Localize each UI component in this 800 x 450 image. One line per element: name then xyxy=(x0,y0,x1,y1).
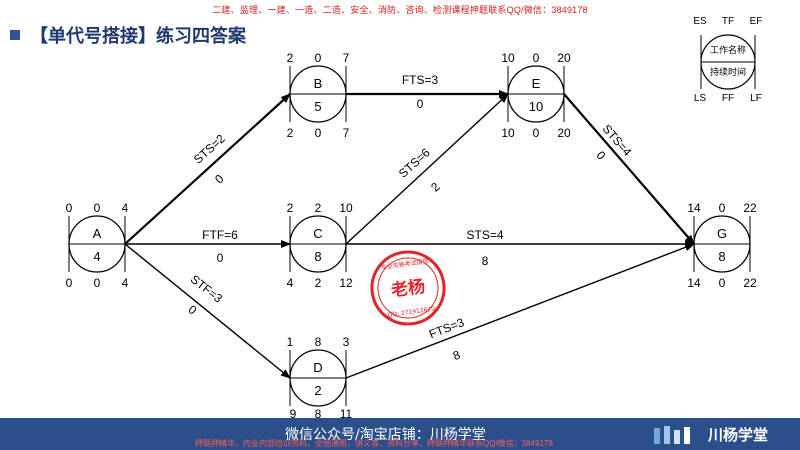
label-ad-relation: STF=3 xyxy=(188,272,226,306)
node-a-lf: 4 xyxy=(122,276,129,290)
node-g-tf: 0 xyxy=(719,201,726,215)
node-c-ls: 4 xyxy=(287,276,294,290)
label-be-lag: 0 xyxy=(417,97,424,111)
node-e-es: 10 xyxy=(501,51,515,65)
arrow-c-e xyxy=(345,93,509,245)
node-b-ff: 0 xyxy=(315,126,322,140)
brand-logo-icon xyxy=(654,426,690,444)
node-b-ls: 2 xyxy=(287,126,294,140)
node-e-ef: 20 xyxy=(557,51,571,65)
node-c: C 8 2 2 10 4 2 12 xyxy=(287,201,353,290)
node-a-duration: 4 xyxy=(93,249,100,264)
label-ac-relation: FTF=6 xyxy=(202,228,238,242)
node-d-lf: 11 xyxy=(340,407,353,420)
node-d-ls: 9 xyxy=(290,407,297,420)
arrow-e-g xyxy=(563,93,695,245)
title-bar: 【单代号搭接】练习四答案 xyxy=(10,22,246,48)
label-be-relation: FTS=3 xyxy=(402,73,439,87)
label-cg-relation: STS=4 xyxy=(466,228,503,242)
label-ad-lag: 0 xyxy=(186,302,200,317)
node-c-duration: 8 xyxy=(314,249,321,264)
node-d: D 2 1 8 3 9 8 11 xyxy=(287,335,353,420)
node-a-es: 0 xyxy=(66,201,73,215)
footer-bar: 微信公众号/淘宝店铺：川杨学堂 押题押精华，内业内部培训资料，全国通用，讲义等，… xyxy=(0,418,800,450)
label-ab-lag: 0 xyxy=(212,171,227,186)
label-ce-lag: 2 xyxy=(428,179,443,194)
node-e-ls: 10 xyxy=(501,126,515,140)
node-d-ff: 8 xyxy=(315,407,322,420)
legend: 工作名称 持续时间 ES TF EF LS FF LF xyxy=(693,16,762,104)
node-c-name: C xyxy=(313,226,322,241)
label-dg-relation: FTS=3 xyxy=(427,315,466,341)
node-a-ff: 0 xyxy=(94,276,101,290)
legend-ls: LS xyxy=(694,93,707,104)
node-b-es: 2 xyxy=(287,51,294,65)
node-a-tf: 0 xyxy=(94,201,101,215)
arrow-d-g xyxy=(345,243,695,379)
arrow-a-d xyxy=(124,243,291,379)
seal-stamp: 老杨 专业资格考试指导 QQ: 271912620 xyxy=(370,250,446,326)
node-b: B 5 2 0 7 2 0 7 xyxy=(287,51,350,140)
node-c-tf: 2 xyxy=(315,201,322,215)
label-cg-lag: 8 xyxy=(482,254,489,268)
label-ab-relation: STS=2 xyxy=(191,131,228,166)
node-d-duration: 2 xyxy=(314,383,321,398)
node-e: E 10 10 0 20 10 0 20 xyxy=(501,51,571,140)
stamp-name: 老杨 xyxy=(389,276,427,302)
node-c-ff: 2 xyxy=(315,276,322,290)
legend-ff: FF xyxy=(722,93,734,104)
node-c-ef: 10 xyxy=(339,201,353,215)
node-d-tf: 8 xyxy=(315,335,322,349)
node-b-duration: 5 xyxy=(314,99,321,114)
legend-ef: EF xyxy=(750,16,763,27)
node-c-lf: 12 xyxy=(339,276,353,290)
node-a-ef: 4 xyxy=(122,201,129,215)
node-d-ef: 3 xyxy=(343,335,350,349)
arrow-a-b xyxy=(124,93,291,245)
node-g-ff: 0 xyxy=(719,276,726,290)
network-diagram: 工作名称 持续时间 ES TF EF LS FF LF STS=2 0 FTF=… xyxy=(66,16,763,420)
node-g-ef: 22 xyxy=(743,201,757,215)
legend-tf: TF xyxy=(722,16,734,27)
node-e-tf: 0 xyxy=(533,51,540,65)
node-c-es: 2 xyxy=(287,201,294,215)
label-eg-lag: 0 xyxy=(594,148,609,162)
title-bullet xyxy=(10,30,20,40)
legend-lf: LF xyxy=(750,93,762,104)
node-a-name: A xyxy=(93,226,102,241)
page-title: 【单代号搭接】练习四答案 xyxy=(30,26,246,47)
legend-es: ES xyxy=(693,16,707,27)
node-g: G 8 14 0 22 14 0 22 xyxy=(687,201,757,290)
label-ac-lag: 0 xyxy=(217,251,224,265)
node-g-duration: 8 xyxy=(718,249,725,264)
node-b-tf: 0 xyxy=(315,51,322,65)
legend-duration: 持续时间 xyxy=(710,66,746,77)
footer-text: 微信公众号/淘宝店铺：川杨学堂 xyxy=(285,427,486,443)
label-dg-lag: 8 xyxy=(451,347,463,363)
node-e-duration: 10 xyxy=(529,99,543,114)
label-ce-relation: STS=6 xyxy=(396,145,433,180)
node-d-name: D xyxy=(313,360,322,375)
node-a-ls: 0 xyxy=(66,276,73,290)
node-b-lf: 7 xyxy=(343,126,350,140)
node-g-ls: 14 xyxy=(687,276,701,290)
node-b-name: B xyxy=(314,76,323,91)
legend-name: 工作名称 xyxy=(710,44,746,55)
arrows xyxy=(124,90,695,379)
node-e-ff: 0 xyxy=(533,126,540,140)
brand-name: 川杨学堂 xyxy=(708,426,769,444)
top-banner: 二建、监理、一建、一造、二造、安全、消防、咨询、检测课程押题联系QQ/微信：38… xyxy=(212,5,588,15)
node-g-lf: 22 xyxy=(743,276,757,290)
node-a: A 4 0 0 4 0 0 4 xyxy=(66,201,129,290)
node-e-lf: 20 xyxy=(557,126,571,140)
node-e-name: E xyxy=(532,76,541,91)
node-g-name: G xyxy=(717,226,727,241)
footer-red-text: 押题押精华，内业内部培训资料，全国通用，讲义等，资料分享，押题押精华联系QQ/微… xyxy=(195,439,553,448)
node-d-es: 1 xyxy=(287,335,294,349)
node-b-ef: 7 xyxy=(343,51,350,65)
node-g-es: 14 xyxy=(687,201,701,215)
